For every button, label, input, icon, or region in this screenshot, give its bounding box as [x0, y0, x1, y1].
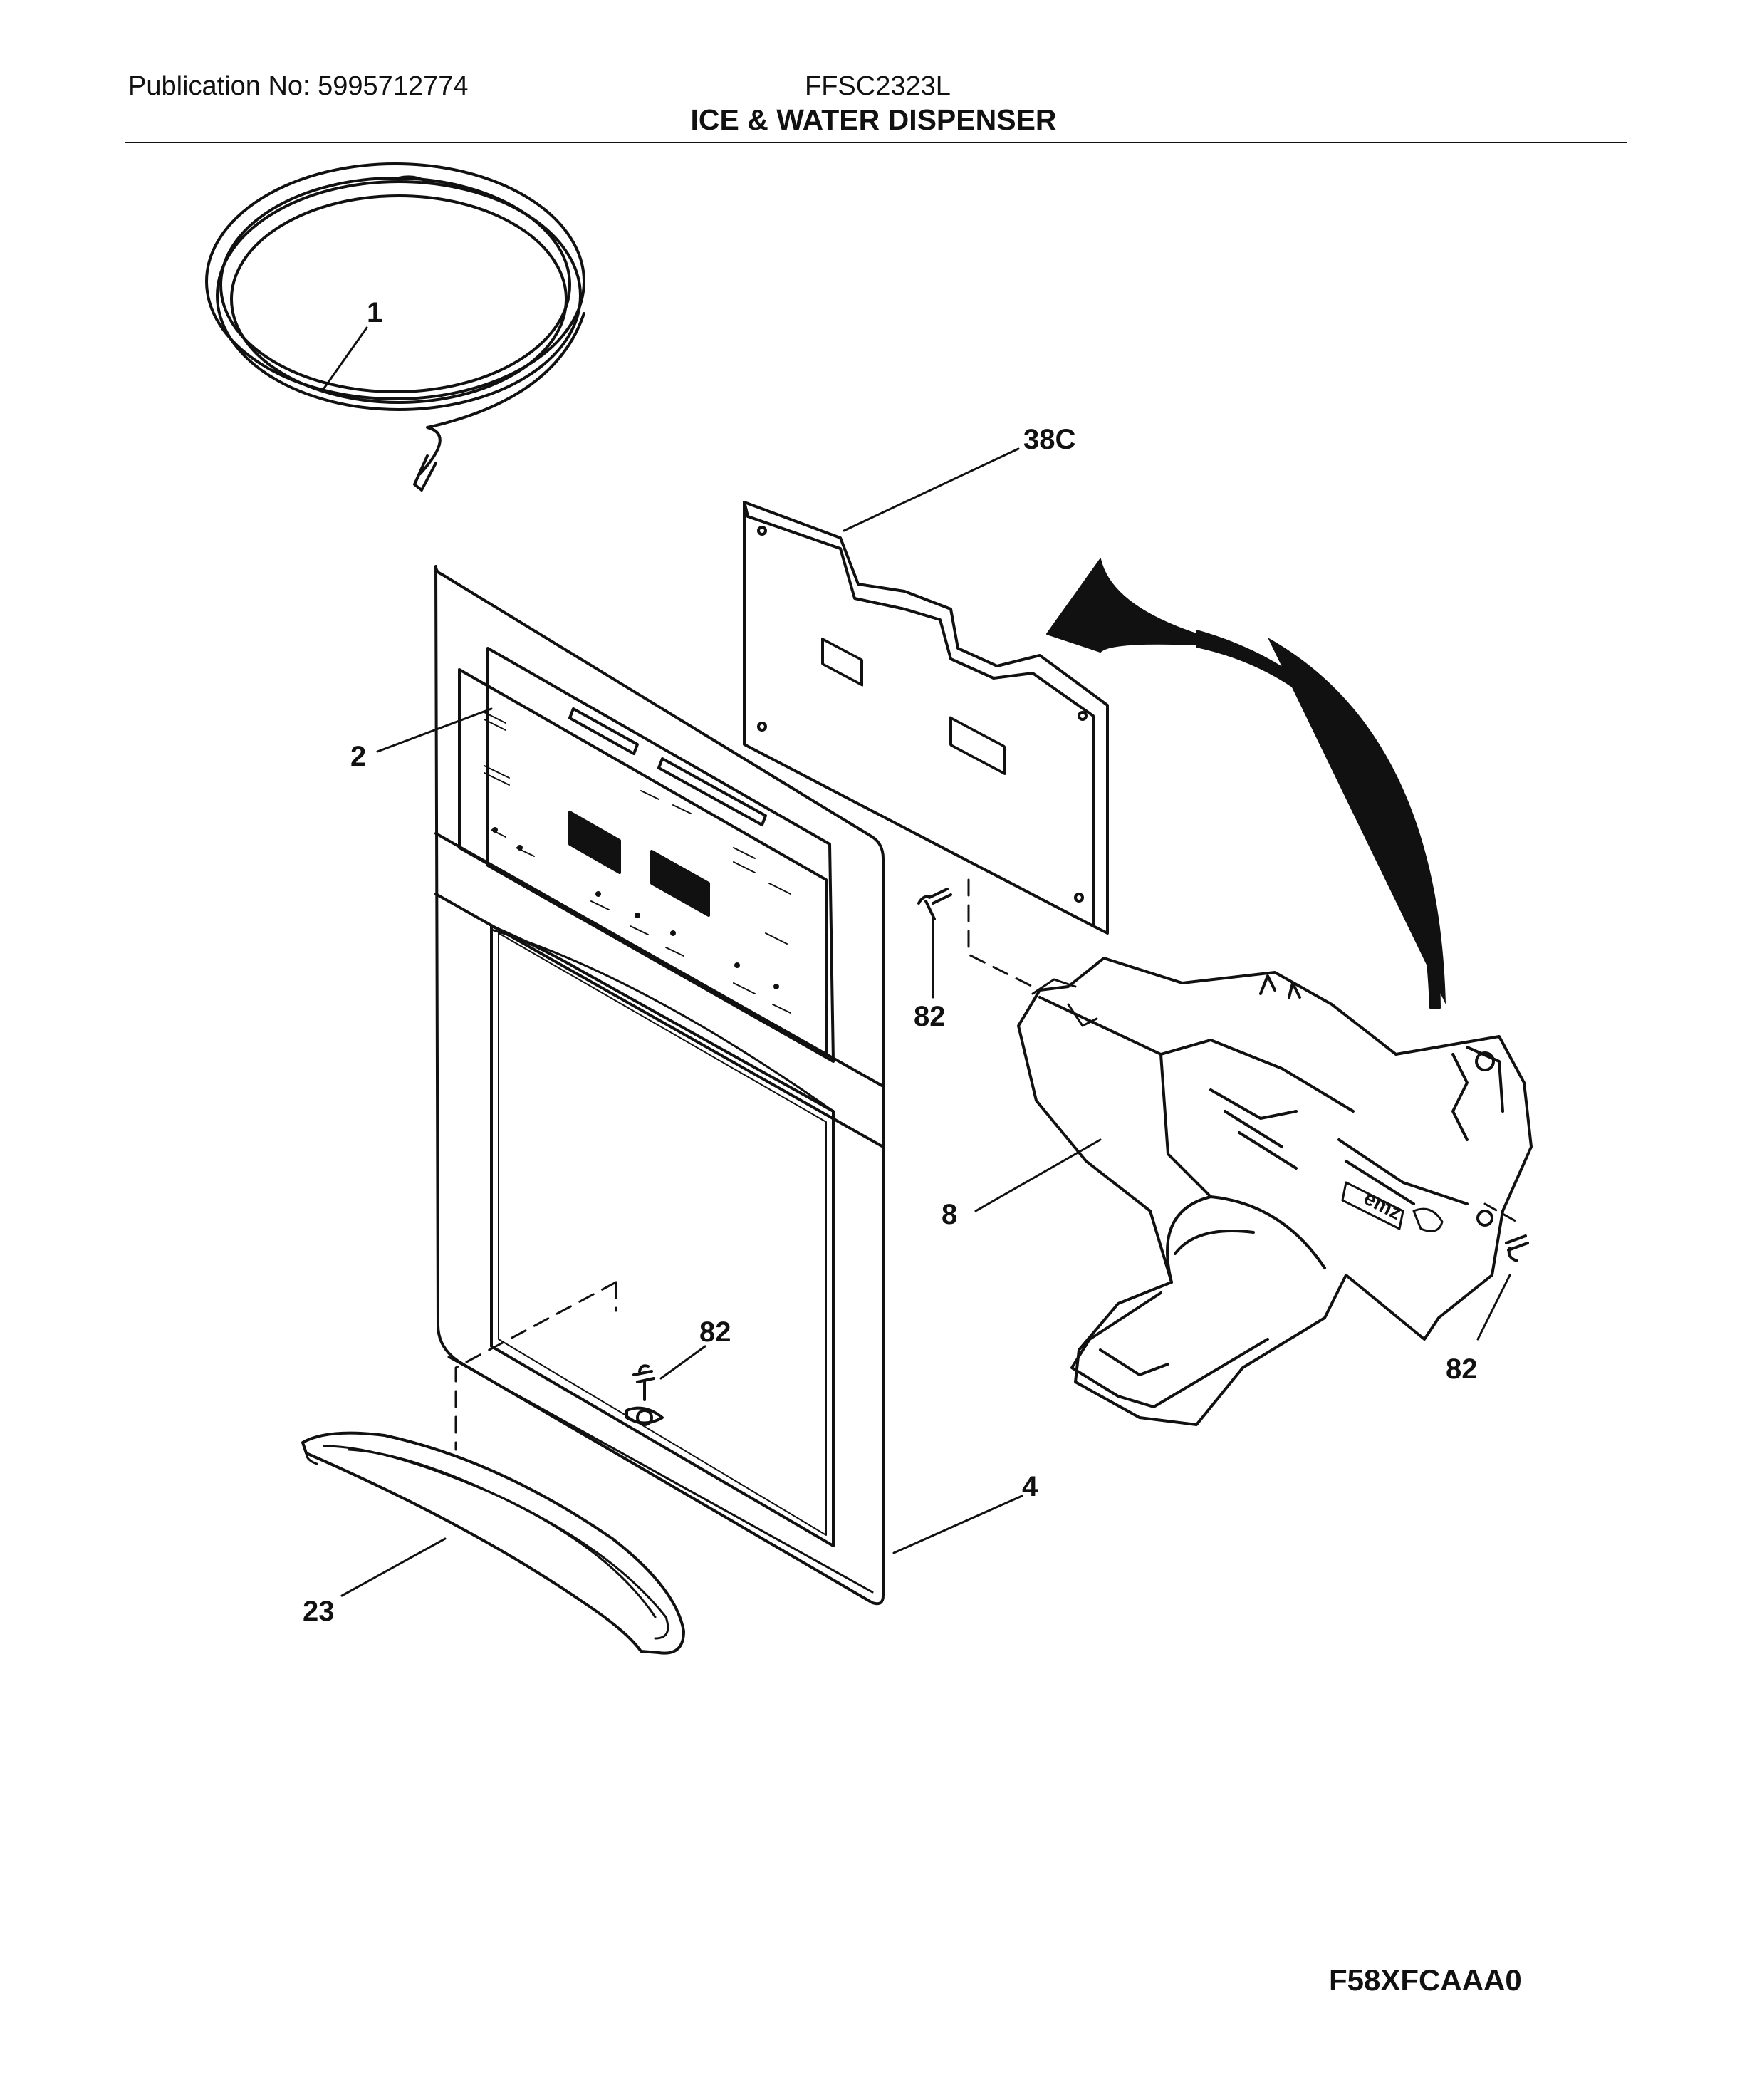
header-divider	[125, 142, 1627, 143]
callout-82-lower: 82	[699, 1316, 731, 1348]
publication-number: Publication No: 5995712774	[128, 71, 469, 101]
callout-23: 23	[303, 1596, 335, 1627]
tubing-coil-part-1	[205, 162, 585, 492]
control-overlay-part-2	[458, 647, 835, 1063]
callout-82-upper: 82	[914, 1001, 946, 1032]
callout-8: 8	[942, 1199, 957, 1230]
callout-1: 1	[367, 297, 382, 328]
install-direction-arrow	[1268, 638, 1446, 1004]
diagram-code: F58XFCAAA0	[1329, 1963, 1522, 1997]
screw-part-82-lower	[625, 1364, 664, 1426]
insulation-panel-part-38C	[743, 501, 1109, 935]
screw-part-82-upper	[917, 888, 952, 920]
ice-chute-assembly-part-8	[1017, 957, 1533, 1426]
callout-4: 4	[1022, 1471, 1038, 1502]
drip-tray-part-23	[301, 1431, 685, 1655]
callout-82-right: 82	[1446, 1353, 1478, 1385]
callout-38C: 38C	[1023, 424, 1075, 455]
emz-logo: emz	[1360, 1187, 1405, 1224]
callout-2: 2	[350, 741, 366, 772]
page-title: ICE & WATER DISPENSER	[690, 103, 1057, 136]
model-number: FFSC2323L	[805, 71, 951, 101]
screw-part-82-right	[1505, 1234, 1529, 1262]
